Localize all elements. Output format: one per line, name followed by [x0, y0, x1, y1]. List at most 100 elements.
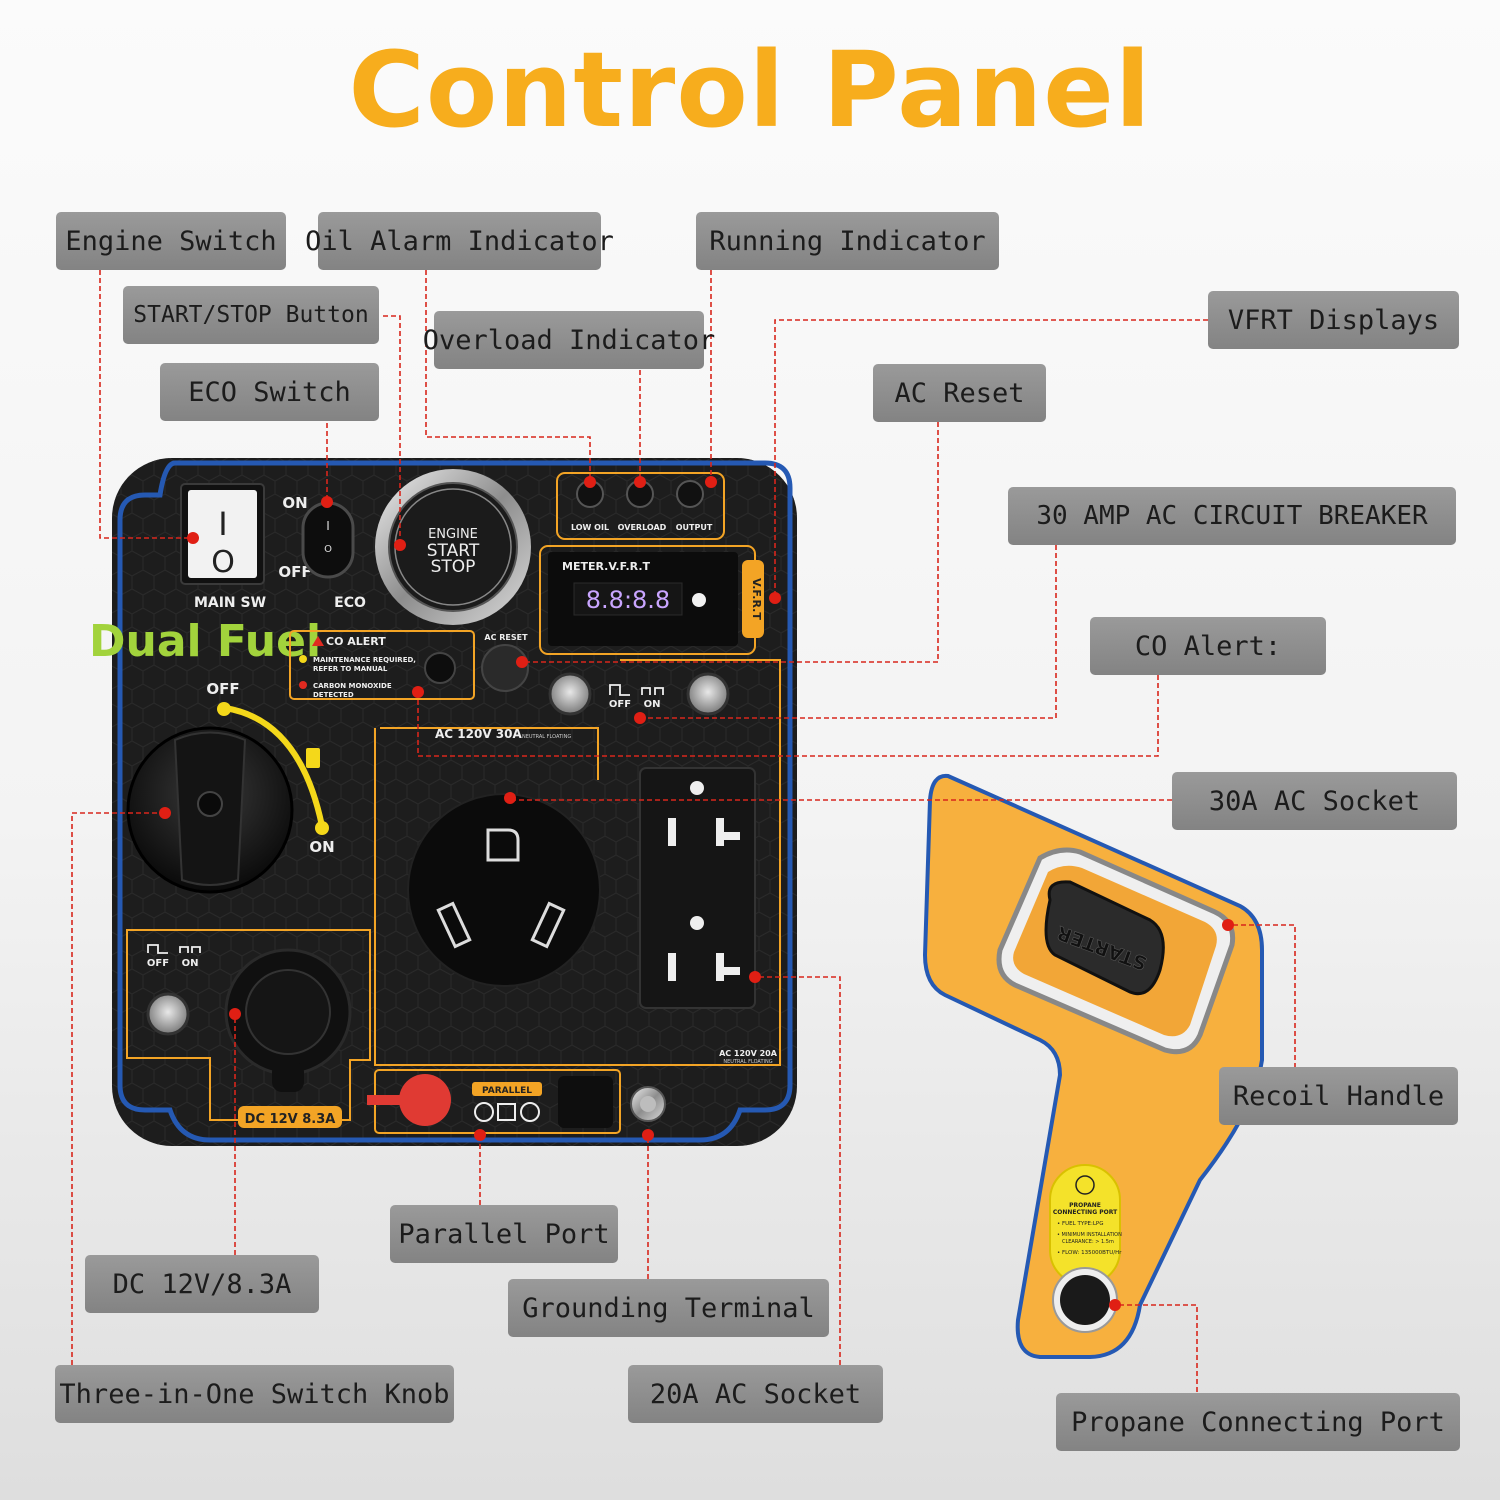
dot-knob	[159, 807, 171, 819]
start-stop-text-3: STOP	[431, 557, 476, 577]
output-light	[676, 480, 704, 508]
callout-parallel-port: Parallel Port	[390, 1205, 618, 1263]
dc-on-label: ON	[182, 958, 199, 969]
co-alert-title: CO ALERT	[326, 635, 386, 648]
eco-off-label: OFF	[278, 563, 311, 581]
leader-engine-switch	[99, 270, 193, 539]
dot-recoil-handle	[1222, 919, 1234, 931]
leader-breaker	[640, 545, 1057, 719]
callout-vfrt-displays: VFRT Displays	[1208, 291, 1459, 349]
dc-outlet-tab	[272, 1062, 304, 1092]
main-switch-on-mark: I	[218, 505, 227, 543]
breaker-button-right[interactable]	[686, 672, 730, 716]
eco-rocker-off-mark: O	[324, 544, 332, 555]
socket-30a-ground	[486, 828, 520, 862]
recoil-handle[interactable]	[1044, 880, 1165, 996]
callout-eco-switch: ECO Switch	[160, 363, 379, 421]
breaker-on-icon	[641, 687, 664, 695]
co-alert-light	[424, 652, 456, 684]
dot-co-alert	[412, 686, 424, 698]
socket-30a-blade-left	[436, 901, 472, 949]
socket-20a-ground-bottom	[690, 916, 704, 930]
leader-start-stop	[383, 315, 401, 545]
parallel-port[interactable]	[558, 1076, 613, 1128]
page-title: Control Panel	[348, 29, 1152, 151]
socket-20a-slot-4	[716, 953, 740, 981]
start-stop-text-2: START	[427, 541, 480, 561]
leader-lines	[71, 270, 1296, 1392]
callout-20a-socket: 20A AC Socket	[628, 1365, 883, 1423]
socket-20a-slot-1	[668, 818, 676, 846]
dot-dc	[229, 1008, 241, 1020]
parallel-cap[interactable]	[399, 1074, 451, 1126]
dc-label-tab	[238, 1106, 342, 1128]
breaker-off-label: OFF	[609, 699, 631, 710]
meter-mode-button[interactable]	[692, 593, 706, 607]
propane-port[interactable]	[1060, 1275, 1110, 1325]
callout-recoil-handle: Recoil Handle	[1219, 1067, 1458, 1125]
callout-grounding-terminal: Grounding Terminal	[508, 1279, 829, 1337]
propane-tank-icon	[1075, 1175, 1095, 1195]
ac-30a-sublabel: NEUTRAL FLOATING	[522, 734, 571, 740]
parallel-bolt-icon-1	[474, 1102, 494, 1122]
co-maintenance-dot	[299, 655, 307, 663]
dot-running	[705, 476, 717, 488]
control-panel: I O MAIN SW ON OFF I O ECO ENGINE START …	[89, 458, 797, 1146]
vfrt-tab-label: V.F.R.T	[750, 578, 763, 620]
dot-grounding	[642, 1129, 654, 1141]
leader-co-alert	[417, 675, 1159, 757]
ac-20a-label: AC 120V 20A	[719, 1049, 778, 1058]
ac-reset-button[interactable]	[481, 644, 529, 692]
dot-oil-alarm	[584, 476, 596, 488]
dc-breaker-button[interactable]	[146, 992, 190, 1036]
propane-flow: • FLOW: 135000BTU/Hr	[1057, 1250, 1122, 1256]
start-stop-button[interactable]	[388, 482, 518, 612]
callout-three-in-one-knob: Three-in-One Switch Knob	[55, 1365, 454, 1423]
main-switch-rocker[interactable]	[188, 490, 257, 578]
co-detected-dot	[299, 681, 307, 689]
low-oil-label: LOW OIL	[571, 523, 609, 532]
callout-start-stop-button: START/STOP Button	[123, 286, 379, 344]
parallel-label-tab	[472, 1082, 542, 1096]
ac-30a-frame	[380, 727, 599, 780]
socket-20a-ground-top	[690, 781, 704, 795]
dc-outlet-cap	[245, 969, 331, 1055]
ac-region-frame	[374, 659, 781, 1066]
dc-on-icon	[179, 946, 201, 953]
callout-overload-indicator: Overload Indicator	[423, 311, 715, 369]
callout-running-indicator: Running Indicator	[696, 212, 999, 270]
dot-ac-reset	[516, 656, 528, 668]
leader-recoil-handle	[1228, 924, 1296, 1068]
propane-title-1: PROPANE	[1069, 1202, 1101, 1209]
dot-overload	[634, 476, 646, 488]
breaker-button-left[interactable]	[548, 672, 592, 716]
knob-off-label: OFF	[206, 680, 239, 698]
co-alert-line-3: CARBON MONOXIDE	[313, 682, 392, 690]
callout-co-alert: CO Alert:	[1090, 617, 1326, 675]
socket-30a[interactable]	[407, 793, 601, 987]
dot-propane	[1109, 1299, 1121, 1311]
brand-logo: Dual Fuel	[89, 616, 321, 667]
ac-20a-sublabel: NEUTRAL FLOATING	[723, 1059, 772, 1065]
co-alert-line-1: MAINTENANCE REQUIRED,	[313, 656, 416, 664]
dot-eco-switch	[321, 496, 333, 508]
knob-arc	[222, 705, 325, 829]
socket-20a-slot-2	[716, 818, 740, 846]
dot-start-stop	[394, 539, 406, 551]
eco-switch[interactable]	[301, 501, 355, 579]
breaker-off-icon	[609, 684, 630, 696]
leader-ac-reset	[522, 422, 939, 663]
recoil-handle-assembly: STARTER PROPANE CONNECTING PORT • FUEL T…	[922, 773, 1264, 1359]
callout-propane-port: Propane Connecting Port	[1056, 1393, 1460, 1451]
callout-oil-alarm-indicator: Oil Alarm Indicator	[305, 212, 614, 270]
callout-engine-switch: Engine Switch	[56, 212, 286, 270]
dc-region-frame	[126, 929, 371, 1121]
main-switch-label: MAIN SW	[194, 595, 266, 611]
main-switch-off-mark: O	[211, 545, 235, 580]
leader-knob	[71, 812, 165, 1365]
callout-ac-reset: AC Reset	[873, 364, 1046, 422]
parallel-bolt-icon-2	[520, 1102, 540, 1122]
meter-screen	[573, 582, 683, 616]
co-alert-line-2: REFER TO MANUAL	[313, 665, 388, 673]
